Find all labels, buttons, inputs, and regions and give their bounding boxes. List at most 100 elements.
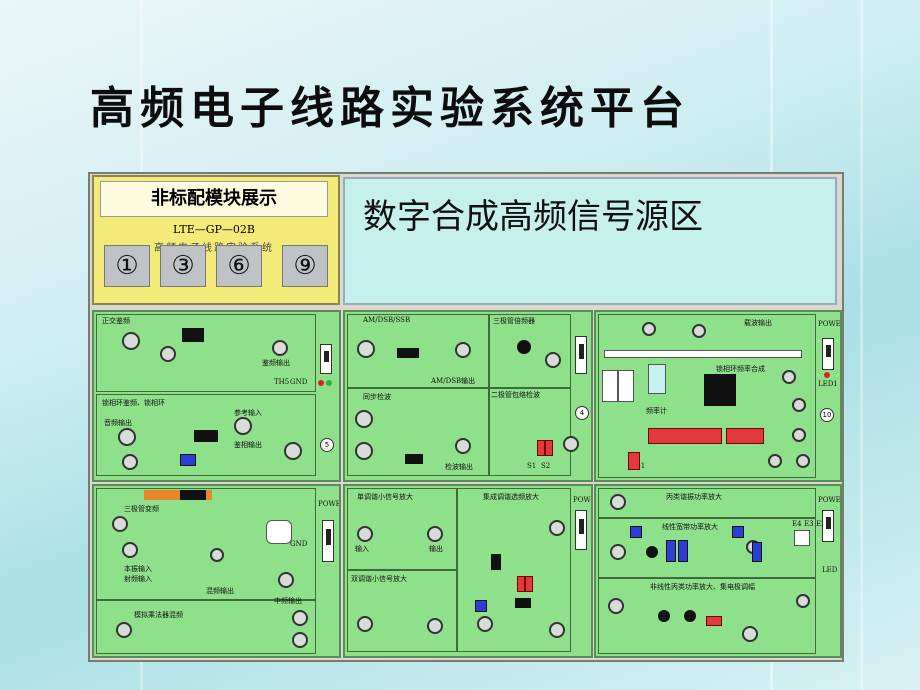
test-jack[interactable] (234, 417, 252, 435)
module-slot-3[interactable]: ③ (160, 245, 206, 287)
ic-chip (182, 328, 204, 342)
module-slot-1[interactable]: ① (104, 245, 150, 287)
dip-switch[interactable] (628, 452, 640, 470)
board-section (96, 600, 316, 654)
board-label: S2 (541, 462, 551, 470)
board-quadrature-discriminator: 正交鉴频 鉴频输出 锁相环鉴频、锁相环 音频输出 参考输入 鉴相输出 TH5 G… (92, 310, 341, 482)
module-slot-9[interactable]: ⑨ (282, 245, 328, 287)
test-jack[interactable] (549, 622, 565, 638)
test-jack[interactable] (545, 352, 561, 368)
toggle-switch[interactable] (822, 510, 834, 542)
dip-switch-bank[interactable] (726, 428, 764, 444)
potentiometer[interactable] (732, 526, 744, 538)
dip-switch[interactable] (706, 616, 722, 626)
test-jack[interactable] (642, 322, 656, 336)
test-jack[interactable] (112, 516, 128, 532)
ic-chip (517, 340, 531, 354)
test-jack[interactable] (792, 398, 806, 412)
test-jack[interactable] (357, 616, 373, 632)
board-label: 单调谐小信号放大 (357, 493, 413, 501)
test-jack[interactable] (610, 494, 626, 510)
board-label: 鉴相输出 (234, 441, 262, 449)
test-jack[interactable] (455, 438, 471, 454)
test-jack[interactable] (272, 340, 288, 356)
test-jack[interactable] (796, 454, 810, 468)
board-label: 模拟乘法器混频 (134, 611, 183, 619)
test-jack[interactable] (122, 542, 138, 558)
power-connector (794, 530, 810, 546)
crystal-module (648, 364, 666, 394)
potentiometer[interactable] (630, 526, 642, 538)
board-label: 双调谐小信号放大 (351, 575, 407, 583)
power-led (824, 372, 830, 378)
toggle-switch[interactable] (322, 520, 334, 562)
test-jack[interactable] (427, 618, 443, 634)
board-label: 正交鉴频 (102, 317, 130, 325)
test-jack[interactable] (278, 572, 294, 588)
test-jack[interactable] (292, 610, 308, 626)
test-jack[interactable] (610, 544, 626, 560)
test-jack[interactable] (357, 340, 375, 358)
test-jack[interactable] (122, 332, 140, 350)
test-jack[interactable] (768, 454, 782, 468)
capacitor-module (266, 520, 292, 544)
board-label: 混频输出 (206, 587, 234, 595)
dip-switch[interactable] (545, 440, 553, 456)
potentiometer[interactable] (475, 600, 487, 612)
dip-switch[interactable] (517, 576, 525, 592)
test-jack[interactable] (563, 436, 579, 452)
transistor (646, 546, 658, 558)
test-jack[interactable] (357, 526, 373, 542)
test-jack[interactable] (427, 526, 443, 542)
dip-switch-bank[interactable] (648, 428, 722, 444)
board-label: GND (290, 378, 308, 386)
toggle-switch[interactable] (320, 344, 332, 374)
board-label: 检波输出 (445, 463, 473, 471)
test-jack[interactable] (782, 370, 796, 384)
ic-chip (194, 430, 218, 442)
toggle-switch[interactable] (575, 510, 587, 550)
toggle-switch[interactable] (822, 338, 834, 370)
board-number: 5 (320, 438, 334, 452)
board-label: 集成调谐选频放大 (483, 493, 539, 501)
test-jack[interactable] (742, 626, 758, 642)
test-jack[interactable] (284, 442, 302, 460)
test-jack[interactable] (455, 342, 471, 358)
board-label: AM/DSB/SSB (363, 316, 411, 324)
dip-switch[interactable] (525, 576, 533, 592)
test-jack[interactable] (160, 346, 176, 362)
potentiometer[interactable] (180, 454, 196, 466)
transformer-block (666, 540, 676, 562)
test-jack[interactable] (796, 594, 810, 608)
dip-switch[interactable] (537, 440, 545, 456)
board-label: 鉴频输出 (262, 359, 290, 367)
board-number: 10 (820, 408, 834, 422)
board-section (598, 488, 816, 518)
test-jack[interactable] (292, 632, 308, 648)
test-jack[interactable] (355, 442, 373, 460)
display-panel (602, 370, 618, 402)
ic-chip (405, 454, 423, 464)
board-label: POWER (818, 496, 841, 504)
test-jack[interactable] (122, 454, 138, 470)
test-jack[interactable] (792, 428, 806, 442)
board-label: GND (290, 540, 308, 548)
test-jack[interactable] (692, 324, 706, 338)
board-section (347, 488, 457, 570)
test-jack[interactable] (355, 410, 373, 428)
module-slot-6[interactable]: ⑥ (216, 245, 262, 287)
test-jack[interactable] (118, 428, 136, 446)
board-section (347, 388, 489, 476)
board-label: 输入 (355, 545, 369, 553)
transformer-block (678, 540, 688, 562)
test-jack[interactable] (477, 616, 493, 632)
board-section (96, 314, 316, 392)
test-jack[interactable] (549, 520, 565, 536)
mixer-transformer (144, 490, 212, 500)
status-led (326, 380, 332, 386)
board-label: 中频输出 (274, 597, 302, 605)
test-jack[interactable] (608, 598, 624, 614)
test-jack[interactable] (116, 622, 132, 638)
test-jack[interactable] (210, 548, 224, 562)
toggle-switch[interactable] (575, 336, 587, 374)
